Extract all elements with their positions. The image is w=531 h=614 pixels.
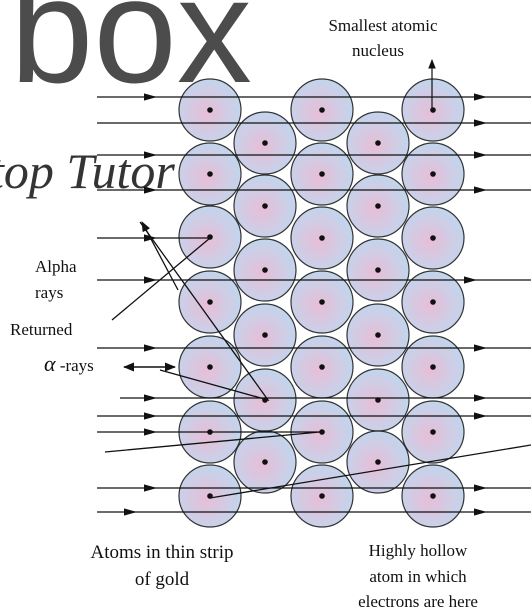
gold-atom	[402, 336, 464, 398]
atomic-nucleus	[262, 203, 268, 209]
atomic-nucleus	[430, 171, 436, 177]
ray-arrowhead	[474, 186, 487, 193]
gold-atom	[179, 143, 241, 205]
ray-arrowhead	[124, 508, 137, 515]
ray-arrowhead	[144, 428, 157, 435]
gold-atom	[402, 401, 464, 463]
atomic-nucleus	[319, 364, 325, 370]
gold-atom	[291, 465, 353, 527]
gold-atom	[402, 143, 464, 205]
gold-atom	[291, 207, 353, 269]
atomic-nucleus	[319, 493, 325, 499]
atoms-strip-label-line1: Atoms in thin strip	[90, 542, 233, 563]
atomic-nucleus	[430, 364, 436, 370]
atomic-nucleus	[319, 429, 325, 435]
alpha-symbol: α	[44, 351, 56, 376]
gold-atom	[347, 175, 409, 237]
gold-atom	[291, 79, 353, 141]
gold-atom	[179, 79, 241, 141]
gold-atom	[347, 304, 409, 366]
ray-arrowhead	[144, 412, 157, 419]
atomic-nucleus	[375, 203, 381, 209]
ray-arrowhead	[144, 276, 157, 283]
atomic-nucleus	[430, 493, 436, 499]
gold-atom	[291, 336, 353, 398]
gold-atom	[347, 369, 409, 431]
ray-arrowhead	[144, 344, 157, 351]
gold-atom	[402, 79, 464, 141]
returned-alpha-rays-label: α -rays	[44, 351, 94, 376]
ray-arrowhead	[474, 508, 487, 515]
gold-atom	[234, 175, 296, 237]
gold-atom	[347, 239, 409, 301]
gold-atom	[234, 112, 296, 174]
ray-arrowhead	[464, 276, 477, 283]
gold-atom	[179, 336, 241, 398]
ray-arrowhead	[144, 484, 157, 491]
gold-atom	[179, 465, 241, 527]
gold-atom	[234, 369, 296, 431]
gold-atom	[234, 431, 296, 493]
hollow-atom-label-line3: electrons are here	[358, 592, 478, 611]
atomic-nucleus	[319, 299, 325, 305]
ray-arrowhead	[474, 93, 487, 100]
atomic-nucleus	[430, 299, 436, 305]
hollow-atom-label-line2: atom in which	[369, 567, 467, 586]
atomic-nucleus	[430, 107, 436, 113]
atomic-nucleus	[430, 235, 436, 241]
atomic-nucleus	[207, 171, 213, 177]
atomic-nucleus	[375, 459, 381, 465]
ray-arrowhead	[474, 412, 487, 419]
alpha-rays-suffix: -rays	[56, 356, 94, 375]
atomic-nucleus	[207, 299, 213, 305]
gold-atom	[291, 143, 353, 205]
atomic-nucleus	[430, 429, 436, 435]
atomic-nucleus	[207, 364, 213, 370]
atomic-nucleus	[262, 459, 268, 465]
atoms-strip-label-line2: of gold	[135, 569, 190, 590]
gold-atom	[179, 206, 241, 268]
ray-arrowhead	[474, 119, 487, 126]
atomic-nucleus	[375, 332, 381, 338]
alpha-rays-label-line2: rays	[35, 283, 63, 302]
atomic-nucleus	[262, 267, 268, 273]
smallest-nucleus-label-line2: nucleus	[352, 41, 404, 60]
atomic-nucleus	[262, 140, 268, 146]
atomic-nucleus	[207, 107, 213, 113]
atomic-nucleus	[262, 332, 268, 338]
atomic-nucleus	[375, 267, 381, 273]
atomic-nucleus	[319, 235, 325, 241]
ray-arrowhead	[474, 344, 487, 351]
atomic-nucleus	[319, 107, 325, 113]
gold-atom	[347, 112, 409, 174]
smallest-nucleus-label-line1: Smallest atomic	[328, 16, 438, 35]
gold-atom	[347, 431, 409, 493]
gold-atoms	[179, 79, 464, 527]
returned-label: Returned	[10, 320, 73, 339]
ray-arrowhead	[474, 484, 487, 491]
gold-atom	[234, 304, 296, 366]
alpha-rays-label-line1: Alpha	[35, 257, 77, 276]
atomic-nucleus	[319, 171, 325, 177]
hollow-atom-label-line1: Highly hollow	[369, 541, 468, 560]
gold-atom	[402, 207, 464, 269]
atomic-nucleus	[375, 140, 381, 146]
ray-arrowhead	[474, 151, 487, 158]
ray-arrowhead	[474, 394, 487, 401]
ray-arrowhead	[144, 394, 157, 401]
gold-atom	[402, 465, 464, 527]
gold-atom	[234, 239, 296, 301]
